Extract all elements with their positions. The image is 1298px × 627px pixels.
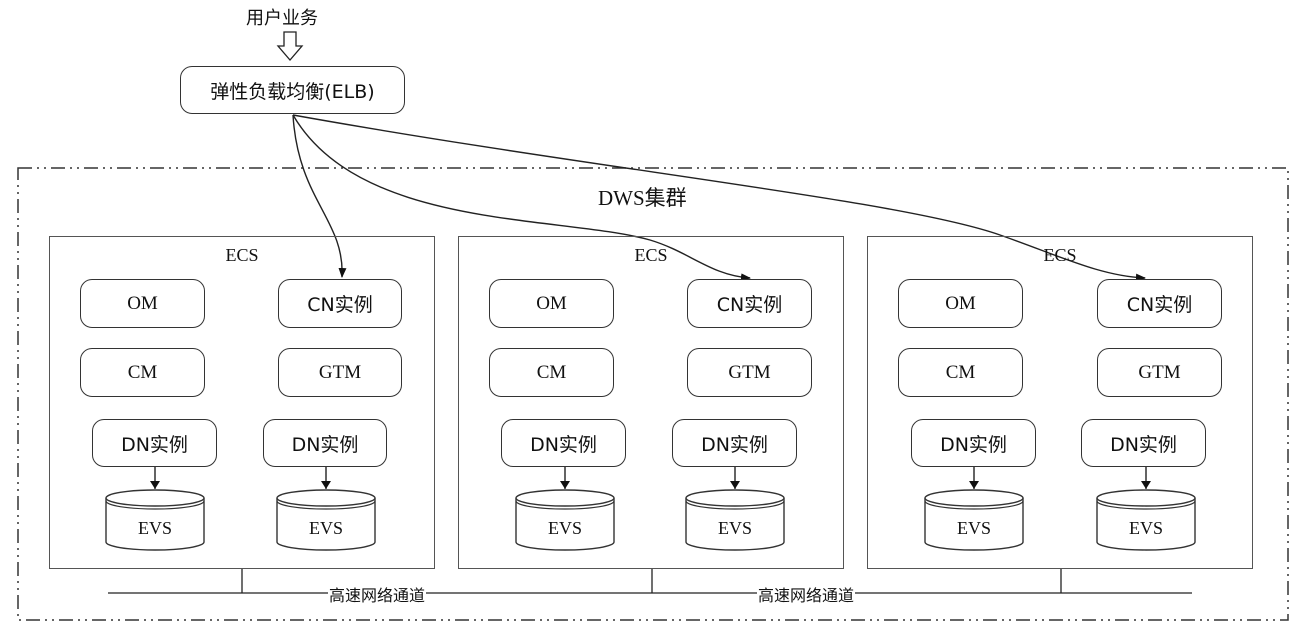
connector-elb-cn-3 xyxy=(292,114,1146,282)
cn-label: CN实例 xyxy=(716,294,783,316)
dn-label: DN实例 xyxy=(1110,433,1177,456)
om-label: OM xyxy=(536,292,567,314)
user-traffic-label: 用户业务 xyxy=(246,8,318,29)
network-label: 高速网络通道 xyxy=(757,582,856,606)
cm-label: CM xyxy=(127,361,158,383)
dn-instance-box[interactable]: DN实例 xyxy=(911,419,1036,467)
dn-instance-box[interactable]: DN实例 xyxy=(501,419,626,467)
om-label: OM xyxy=(127,292,158,314)
evs-label: EVS xyxy=(308,518,343,538)
evs-cylinder-icon[interactable] xyxy=(105,489,205,551)
dn-label: DN实例 xyxy=(530,433,597,456)
evs-cylinder-icon[interactable] xyxy=(685,489,785,551)
dn-instance-box[interactable]: DN实例 xyxy=(263,419,387,467)
user-traffic-arrow-icon xyxy=(276,31,304,61)
cn-instance-box[interactable]: CN实例 xyxy=(278,279,402,328)
gtm-box[interactable]: GTM xyxy=(278,348,402,397)
cn-instance-box[interactable]: CN实例 xyxy=(687,279,812,328)
gtm-label: GTM xyxy=(1138,361,1181,383)
cm-box[interactable]: CM xyxy=(80,348,205,397)
om-box[interactable]: OM xyxy=(80,279,205,328)
om-label: OM xyxy=(945,292,976,314)
om-box[interactable]: OM xyxy=(898,279,1023,328)
cm-label: CM xyxy=(945,361,976,383)
dws-cluster-boundary xyxy=(17,167,1289,621)
ecs-node-1[interactable]: ECS xyxy=(49,236,435,569)
evs-label: EVS xyxy=(956,518,991,538)
cluster-label: DWS集群 xyxy=(598,186,687,210)
evs-cylinder-icon[interactable] xyxy=(515,489,615,551)
cm-box[interactable]: CM xyxy=(898,348,1023,397)
dn-instance-box[interactable]: DN实例 xyxy=(672,419,797,467)
evs-storage: EVS xyxy=(924,490,1024,554)
cn-label: CN实例 xyxy=(1126,294,1193,316)
ecs-label: ECS xyxy=(634,245,668,265)
cn-label: CN实例 xyxy=(307,294,373,316)
evs-cylinder-icon[interactable] xyxy=(276,489,376,551)
dn-label: DN实例 xyxy=(701,433,768,456)
evs-storage: EVS xyxy=(515,490,615,554)
evs-storage: EVS xyxy=(276,490,376,554)
ecs-node-2[interactable]: ECS xyxy=(458,236,844,569)
gtm-label: GTM xyxy=(318,361,362,383)
dn-label: DN实例 xyxy=(291,433,359,456)
evs-cylinder-icon[interactable] xyxy=(1096,489,1196,551)
ecs-label: ECS xyxy=(225,245,259,265)
cm-label: CM xyxy=(536,361,567,383)
network-label: 高速网络通道 xyxy=(328,582,427,606)
dn-label: DN实例 xyxy=(121,433,188,456)
dn-instance-box[interactable]: DN实例 xyxy=(1081,419,1206,467)
gtm-box[interactable]: GTM xyxy=(1097,348,1222,397)
evs-label: EVS xyxy=(547,518,582,538)
cm-box[interactable]: CM xyxy=(489,348,614,397)
connector-elb-cn-1 xyxy=(292,114,347,278)
evs-cylinder-icon[interactable] xyxy=(924,489,1024,551)
evs-storage: EVS xyxy=(105,490,205,554)
evs-storage: EVS xyxy=(1096,490,1196,554)
gtm-label: GTM xyxy=(728,361,771,383)
evs-label: EVS xyxy=(137,518,172,538)
evs-label: EVS xyxy=(717,518,752,538)
dn-label: DN实例 xyxy=(940,433,1007,456)
gtm-box[interactable]: GTM xyxy=(687,348,812,397)
om-box[interactable]: OM xyxy=(489,279,614,328)
dn-instance-box[interactable]: DN实例 xyxy=(92,419,217,467)
evs-label: EVS xyxy=(1128,518,1163,538)
ecs-node-3[interactable]: ECS xyxy=(867,236,1253,569)
ecs-label: ECS xyxy=(1043,245,1077,265)
evs-storage: EVS xyxy=(685,490,785,554)
connector-elb-cn-2 xyxy=(292,114,751,282)
elb-box[interactable]: 弹性负载均衡(ELB) xyxy=(180,66,405,114)
cn-instance-box[interactable]: CN实例 xyxy=(1097,279,1222,328)
elb-label: 弹性负载均衡(ELB) xyxy=(210,80,375,103)
